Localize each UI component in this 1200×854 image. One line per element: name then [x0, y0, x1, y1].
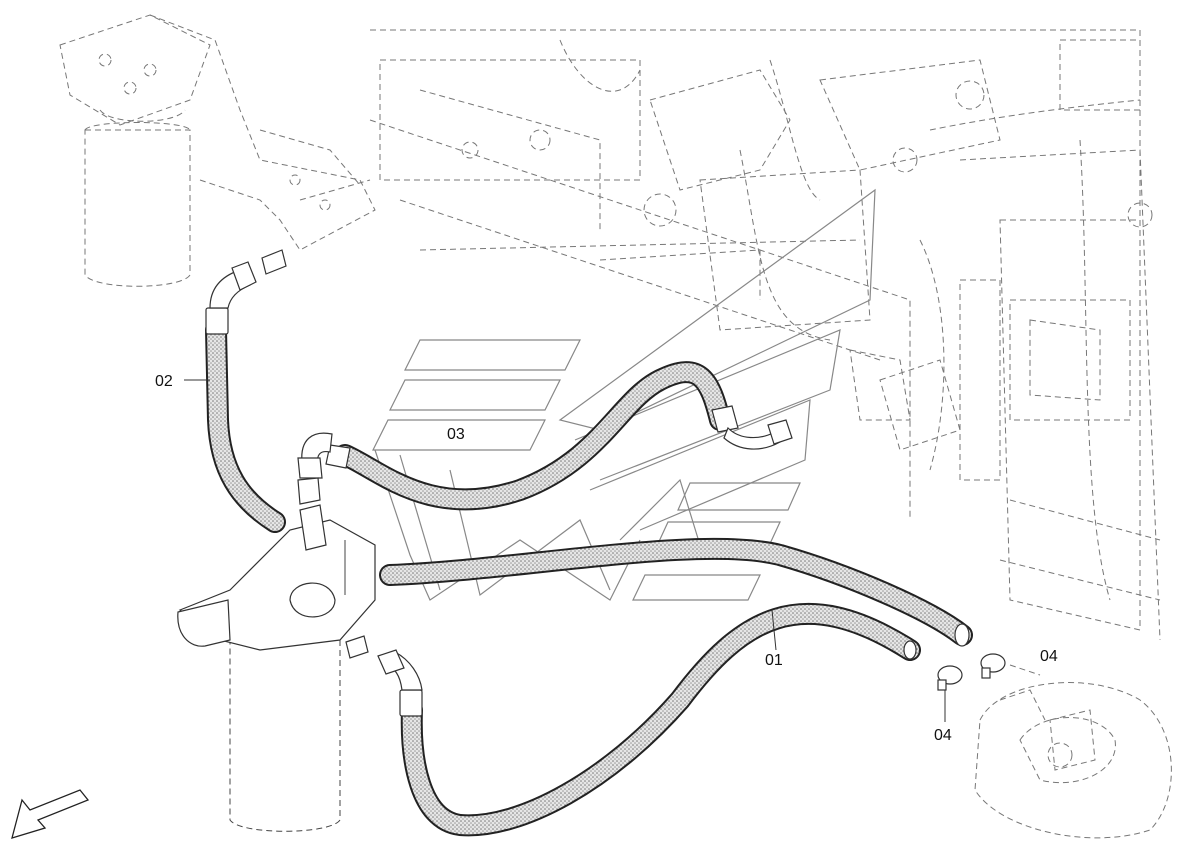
clamp-04-right-screw: [981, 667, 991, 679]
hose-01-end-a: [954, 623, 970, 647]
hose-01-adapter: [345, 635, 369, 659]
hose-03-end-ferrule: [711, 405, 739, 433]
hose-03-ferrule: [325, 444, 351, 469]
hose-02: [205, 249, 287, 533]
callout-02: 02: [155, 373, 173, 390]
hose-01: [345, 537, 973, 837]
upper-filter-assembly: [59, 14, 376, 287]
lower-filter-assembly: [177, 477, 376, 832]
clamp-04-left-screw: [937, 679, 947, 691]
callout-04-right: 04: [1040, 648, 1058, 665]
engine-block-background: [369, 29, 1161, 641]
lower-right-housing: [974, 682, 1172, 839]
hose-01-ferrule: [399, 689, 423, 717]
callout-04-lower: 04: [934, 727, 952, 744]
hose-01-nut: [377, 649, 405, 675]
callout-03: 03: [447, 426, 465, 443]
callout-01: 01: [765, 652, 783, 669]
hose-02-ferrule: [205, 307, 229, 335]
hose-03-nut: [297, 457, 323, 479]
hose-03-end-nut: [767, 419, 793, 445]
hose-02-adapter: [261, 249, 287, 275]
leader-01: [771, 609, 777, 651]
clamps-04: [937, 653, 1041, 691]
arrow-down-left-icon: [11, 789, 90, 839]
hose-03: [297, 361, 793, 511]
hose-02-nut: [231, 261, 257, 291]
hose-01-end-b: [903, 640, 917, 660]
